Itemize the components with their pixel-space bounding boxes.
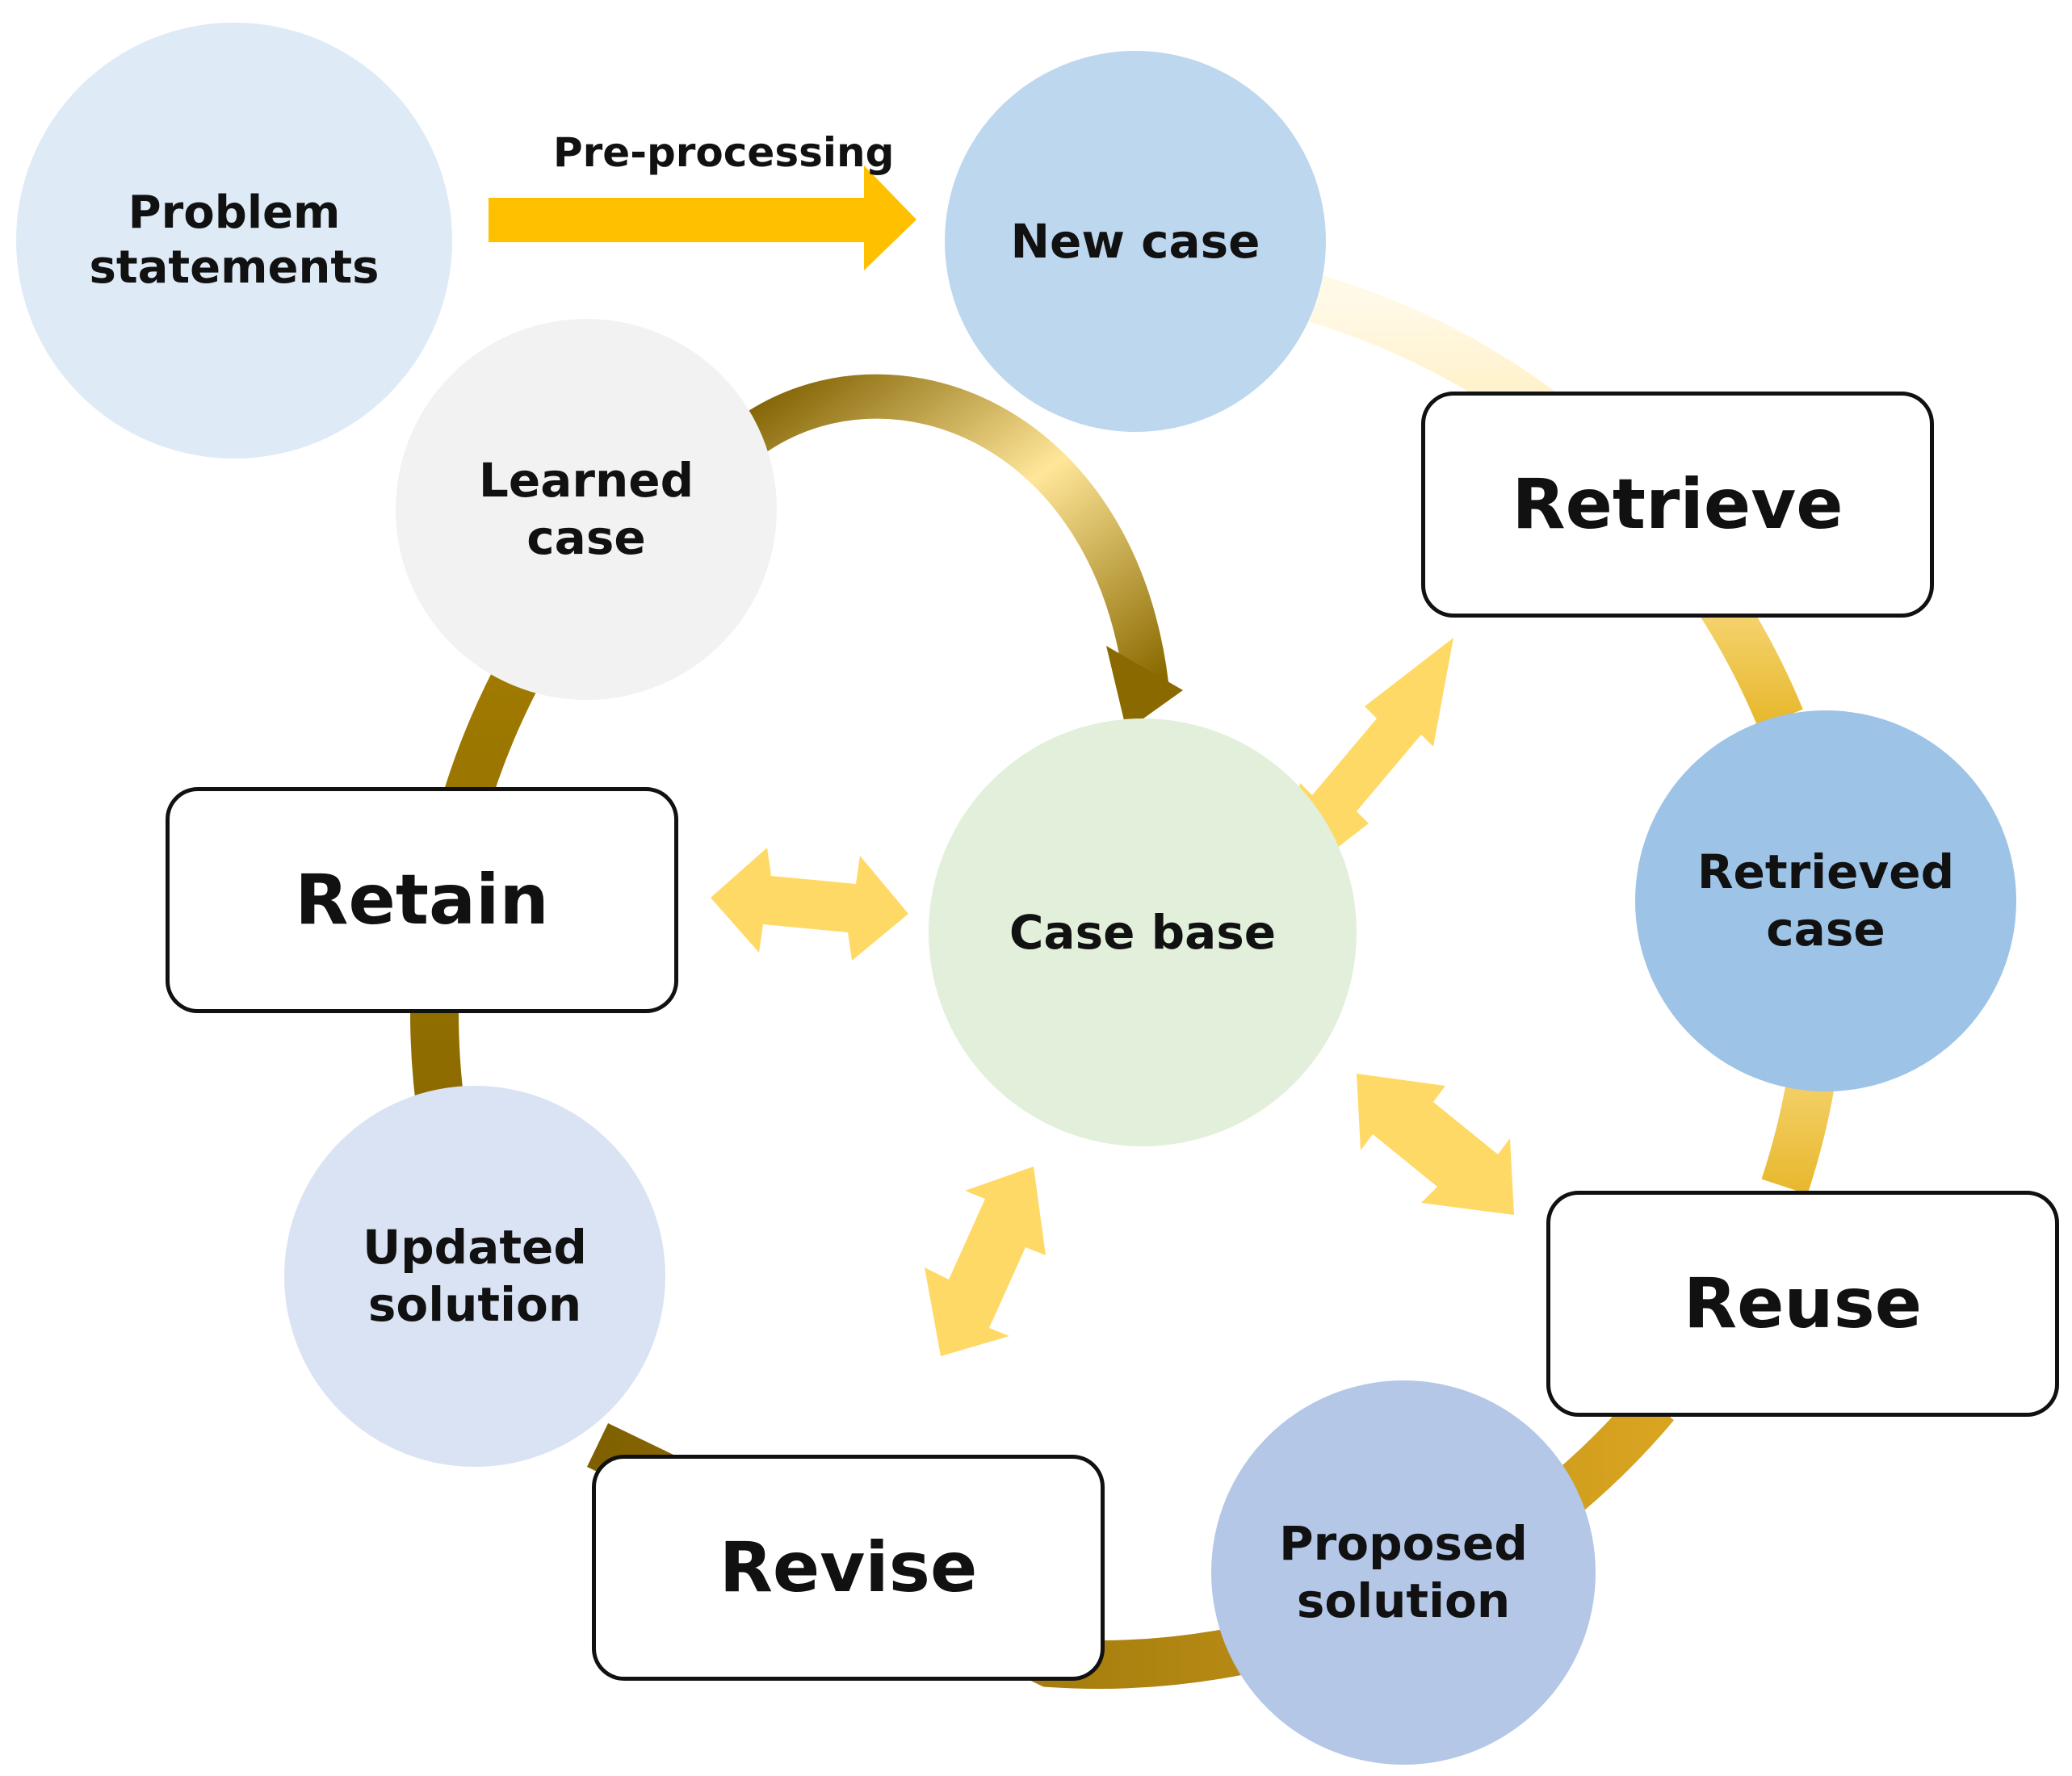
node-updated-solution: Updated solution: [284, 1086, 665, 1467]
step-retain-box: Retain: [166, 787, 678, 1013]
step-revise-box: Revise: [592, 1455, 1105, 1681]
node-new-case-label: New case: [1010, 213, 1260, 269]
node-case-base-label: Case base: [1009, 904, 1277, 960]
node-retrieved-case-label: Retrieved case: [1697, 844, 1955, 957]
step-retain-label: Retain: [295, 860, 549, 940]
node-proposed-solution: Proposed solution: [1211, 1380, 1596, 1765]
double-arrow-retain-shape: [711, 848, 908, 961]
preprocessing-label-text: Pre-processing: [553, 129, 895, 176]
node-new-case: New case: [945, 51, 1326, 432]
learned-case-arrowhead: [1106, 646, 1183, 731]
node-updated-solution-label: Updated solution: [363, 1220, 587, 1332]
node-retrieved-case: Retrieved case: [1635, 710, 2016, 1091]
node-learned-case-label: Learned case: [478, 453, 694, 565]
learned-case-curved-arrow: [738, 374, 1169, 689]
double-arrow-reuse-shape: [1357, 1074, 1514, 1215]
node-problem-statements: Problem statements: [16, 23, 452, 459]
node-problem-statements-label: Problem statements: [89, 186, 380, 294]
step-reuse-label: Reuse: [1683, 1263, 1923, 1344]
node-learned-case: Learned case: [396, 319, 777, 700]
preprocessing-label: Pre-processing: [553, 129, 894, 176]
step-retrieve-label: Retrieve: [1512, 464, 1843, 545]
node-proposed-solution-label: Proposed solution: [1279, 1516, 1528, 1628]
double-arrow-revise-shape: [925, 1167, 1046, 1356]
preprocessing-arrow: [489, 165, 916, 270]
step-revise-label: Revise: [719, 1527, 978, 1608]
node-case-base: Case base: [929, 718, 1357, 1146]
step-reuse-box: Reuse: [1546, 1191, 2059, 1417]
step-retrieve-box: Retrieve: [1421, 392, 1934, 618]
